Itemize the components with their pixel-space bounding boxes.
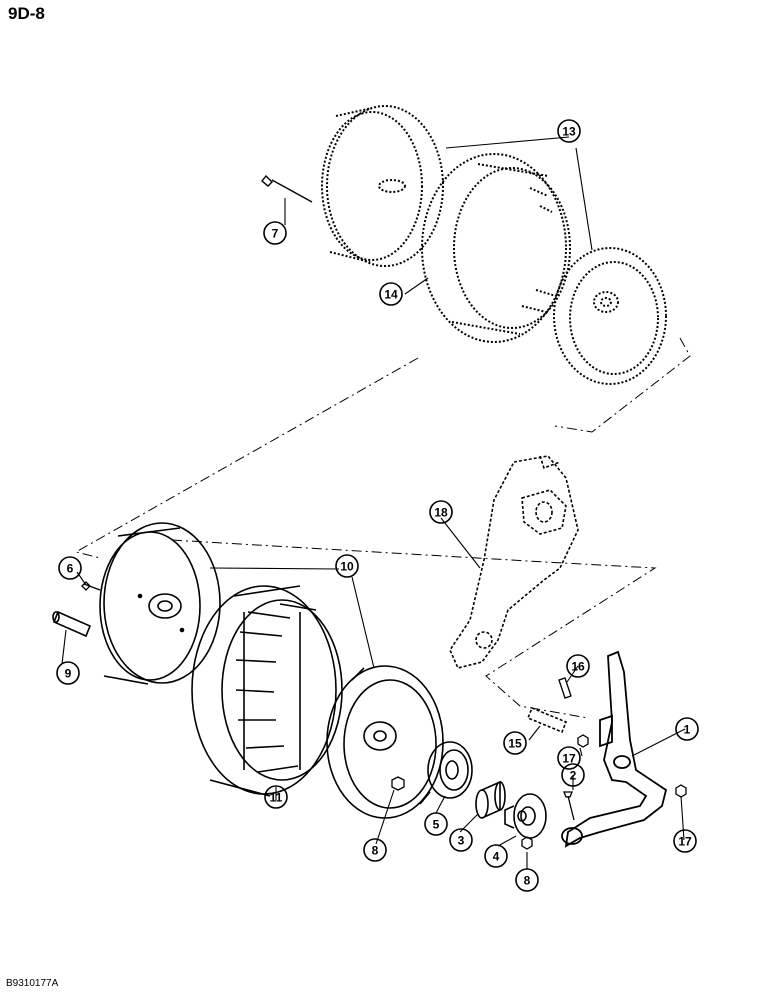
- callout-1: 1: [675, 717, 699, 741]
- svg-text:10: 10: [340, 560, 354, 574]
- callout-5: 5: [424, 812, 448, 836]
- callout-7: 7: [263, 221, 287, 245]
- svg-text:4: 4: [493, 850, 500, 864]
- svg-text:3: 3: [458, 834, 465, 848]
- fasteners: [81, 581, 687, 850]
- hub: [504, 793, 547, 839]
- upper-rim-left: [321, 105, 444, 267]
- svg-text:18: 18: [434, 506, 448, 520]
- svg-text:17: 17: [678, 835, 692, 849]
- svg-text:6: 6: [67, 562, 74, 576]
- svg-text:5: 5: [433, 818, 440, 832]
- support-arm: [449, 455, 579, 669]
- outer-wheel-half: [99, 522, 221, 685]
- callout-3: 3: [449, 828, 473, 852]
- callouts: 13 7 14 18 10 6 9 16 1 15 17 2 11 5 3 17…: [56, 119, 699, 892]
- upper-rim-right: [553, 247, 667, 385]
- svg-text:2: 2: [570, 769, 577, 783]
- svg-text:17: 17: [562, 752, 576, 766]
- page-code: 9D-8: [8, 4, 45, 23]
- callout-12: 13: [557, 119, 581, 143]
- svg-text:1: 1: [684, 723, 691, 737]
- callout-2: 2: [561, 763, 585, 787]
- svg-text:8: 8: [524, 874, 531, 888]
- callout-6: 6: [58, 556, 82, 580]
- svg-text:13: 13: [562, 125, 576, 139]
- callout-9: 9: [56, 661, 80, 685]
- callout-8-left: 8: [363, 838, 387, 862]
- svg-text:7: 7: [272, 227, 279, 241]
- callout-8-right: 8: [515, 868, 539, 892]
- svg-text:9: 9: [65, 667, 72, 681]
- callout-16: 17: [673, 829, 697, 853]
- axle-bracket: [561, 650, 668, 848]
- assembly-guide-lines: [74, 337, 691, 719]
- upper-tire: [421, 153, 571, 343]
- svg-text:11: 11: [270, 791, 283, 805]
- spacer: [526, 706, 568, 734]
- long-bolt: [261, 174, 313, 203]
- callout-13: 14: [379, 282, 403, 306]
- bearing: [475, 780, 506, 819]
- inner-wheel-half: [326, 665, 444, 819]
- callout-11: 11: [264, 785, 288, 809]
- callout-14: 15: [503, 731, 527, 755]
- svg-text:15: 15: [508, 737, 522, 751]
- callout-18: 18: [429, 500, 453, 524]
- leader-lines: [61, 136, 686, 869]
- svg-text:16: 16: [571, 660, 585, 674]
- svg-text:8: 8: [372, 844, 379, 858]
- figure-code: B9310177A: [6, 978, 59, 989]
- pin: [52, 610, 92, 638]
- upper-wheel-group: [261, 105, 667, 385]
- svg-text:14: 14: [384, 288, 398, 302]
- seal: [427, 741, 473, 799]
- callout-4: 4: [484, 844, 508, 868]
- callout-15: 16: [566, 654, 590, 678]
- tire: [191, 585, 343, 797]
- callout-17: 17: [557, 746, 581, 770]
- callout-10: 10: [335, 554, 359, 578]
